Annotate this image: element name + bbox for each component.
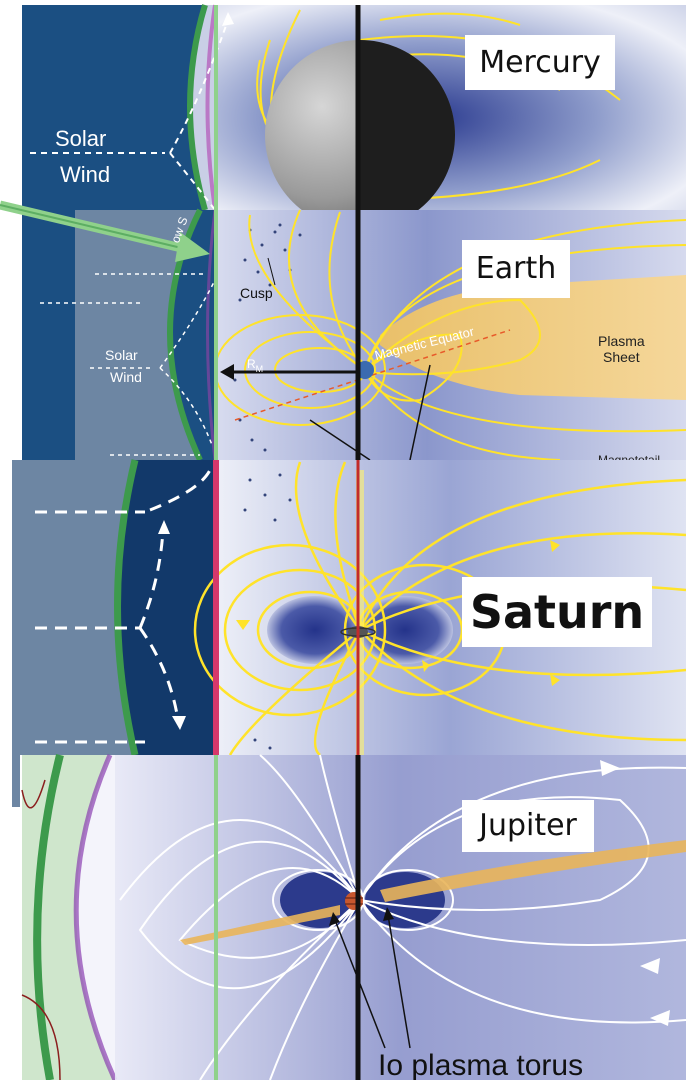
earth-solar-wind-line1: Solar — [105, 347, 138, 363]
mercury-solar-wind-line2: Wind — [60, 162, 110, 187]
saturn-label: Saturn — [469, 585, 645, 639]
earth-plasma-sheet-line1: Plasma — [598, 333, 645, 349]
saturn-label-box: Saturn — [462, 577, 652, 647]
earth-rm-main: R — [247, 357, 256, 371]
jupiter-label-box: Jupiter — [462, 800, 594, 852]
jupiter-field-arrows — [600, 760, 670, 1026]
earth-panel: ow S Solar Wind Cusp RM Magnetic Equator… — [0, 200, 686, 467]
earth-field-lines — [214, 209, 686, 461]
earth-label: Earth — [475, 251, 557, 286]
mercury-label-box: Mercury — [465, 35, 615, 90]
earth-label-box: Earth — [462, 240, 570, 298]
saturn-particles — [243, 473, 292, 750]
earth-rm-subscript: M — [256, 364, 264, 374]
earth-solar-wind-flow — [40, 273, 216, 456]
mercury-solar-wind-flow — [30, 19, 229, 211]
earth-plasma-sheet-line2: Sheet — [603, 349, 640, 365]
earth-cusp-particles — [233, 223, 302, 452]
earth-magnetic-equator-line — [234, 329, 511, 421]
jupiter-label: Jupiter — [479, 808, 577, 843]
mercury-solar-wind-line1: Solar — [55, 126, 106, 151]
earth-cusp-label: Cusp — [240, 285, 273, 301]
mercury-label: Mercury — [479, 45, 601, 80]
earth-solar-wind-line2: Wind — [110, 369, 142, 385]
earth-plasma-sheet — [380, 275, 686, 400]
earth-rm-label: RM — [247, 357, 263, 374]
jupiter-field-lines — [119, 754, 686, 1080]
jupiter-io-torus-label: Io plasma torus — [378, 1049, 583, 1080]
jupiter-plasma-band-left — [180, 905, 340, 945]
bow-shock-pointer-arrow — [0, 200, 210, 262]
saturn-solar-wind-flow — [35, 469, 212, 744]
jupiter-plasma-band-right — [380, 840, 686, 902]
